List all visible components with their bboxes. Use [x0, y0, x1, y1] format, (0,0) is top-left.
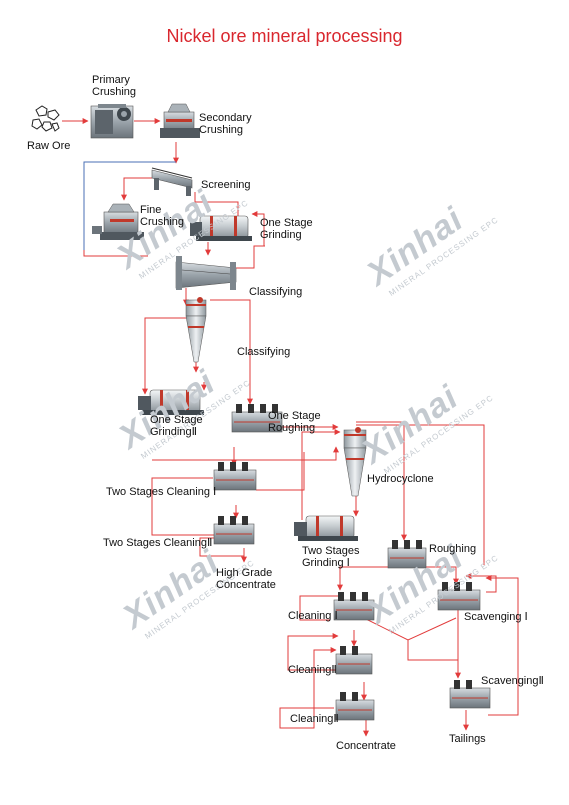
- ball-mill-1-icon: [190, 215, 252, 241]
- label-screening: Screening: [201, 179, 251, 191]
- ball-mill-2-icon: [138, 389, 204, 415]
- label-two-stages-cleaning-1: Two Stages Cleaning Ⅰ: [106, 486, 217, 498]
- flow-hydro-to-roughing: [356, 421, 407, 541]
- raw-ore-icon: [31, 105, 60, 132]
- classifier-1-icon: [175, 256, 237, 290]
- secondary-crusher-icon: [160, 103, 200, 138]
- label-raw-ore: Raw Ore: [27, 140, 71, 152]
- label-scavenging-2: ScavengingⅡ: [481, 675, 544, 687]
- label-concentrate: Concentrate: [336, 740, 396, 752]
- label-cleaning-1: Cleaning Ⅰ: [288, 610, 338, 622]
- flotation-cleaning-1a-icon: [213, 462, 257, 491]
- flow-cyclone-to-grinding2: [142, 317, 190, 395]
- label-classifying-1: Classifying: [249, 286, 303, 298]
- flotation-scavenging-2-icon: [449, 680, 491, 709]
- flow-fine-loop: [83, 250, 148, 257]
- screening-icon: [151, 167, 193, 196]
- flotation-roughing-1-icon: [231, 404, 283, 433]
- label-tailings: Tailings: [449, 733, 486, 745]
- flow-classifier-to-grinding: [236, 245, 265, 269]
- label-roughing: Roughing: [429, 543, 477, 555]
- flow-cyclone-to-roughing: [210, 299, 253, 405]
- flow-return-blue: [83, 161, 176, 250]
- flow-lines: [62, 118, 519, 737]
- flow-roughing-to-cleaning: [337, 566, 388, 591]
- flotation-cleaning-2c-icon: [335, 692, 375, 721]
- flotation-scavenging-1-icon: [437, 582, 481, 611]
- label-scavenging-1: Scavenging Ⅰ: [464, 611, 528, 623]
- ball-mill-3-icon: [294, 515, 358, 541]
- flow-roughing-to-scav1: [424, 566, 459, 585]
- flow-screen-to-grinding: [194, 192, 241, 223]
- flow-outer-loop: [356, 424, 485, 565]
- flow-cleaning1-loop: [151, 477, 214, 536]
- flotation-cleaning-2b-icon: [335, 646, 373, 675]
- flotation-cleaning-2a-icon: [213, 516, 255, 545]
- label-cleaning-2b: CleaningⅡ: [290, 713, 339, 725]
- primary-crusher-icon: [90, 104, 134, 139]
- flow-screen-to-fine: [121, 177, 152, 201]
- fine-crusher-icon: [92, 203, 144, 240]
- flotation-cleaning-1b-icon: [333, 592, 375, 621]
- flow-scav2-return: [485, 575, 519, 716]
- cyclone-classifying-icon: [185, 297, 207, 363]
- page-title: Nickel ore mineral processing: [166, 26, 403, 46]
- hydrocyclone-icon: [343, 427, 367, 497]
- label-cleaning-2a: CleaningⅡ: [288, 664, 337, 676]
- label-classifying-2: Classifying: [237, 346, 291, 358]
- label-hydrocyclone: Hydrocyclone: [367, 473, 434, 485]
- label-two-stages-cleaning-2: Two Stages CleaningⅡ: [103, 537, 213, 549]
- flotation-roughing-2-icon: [387, 540, 427, 569]
